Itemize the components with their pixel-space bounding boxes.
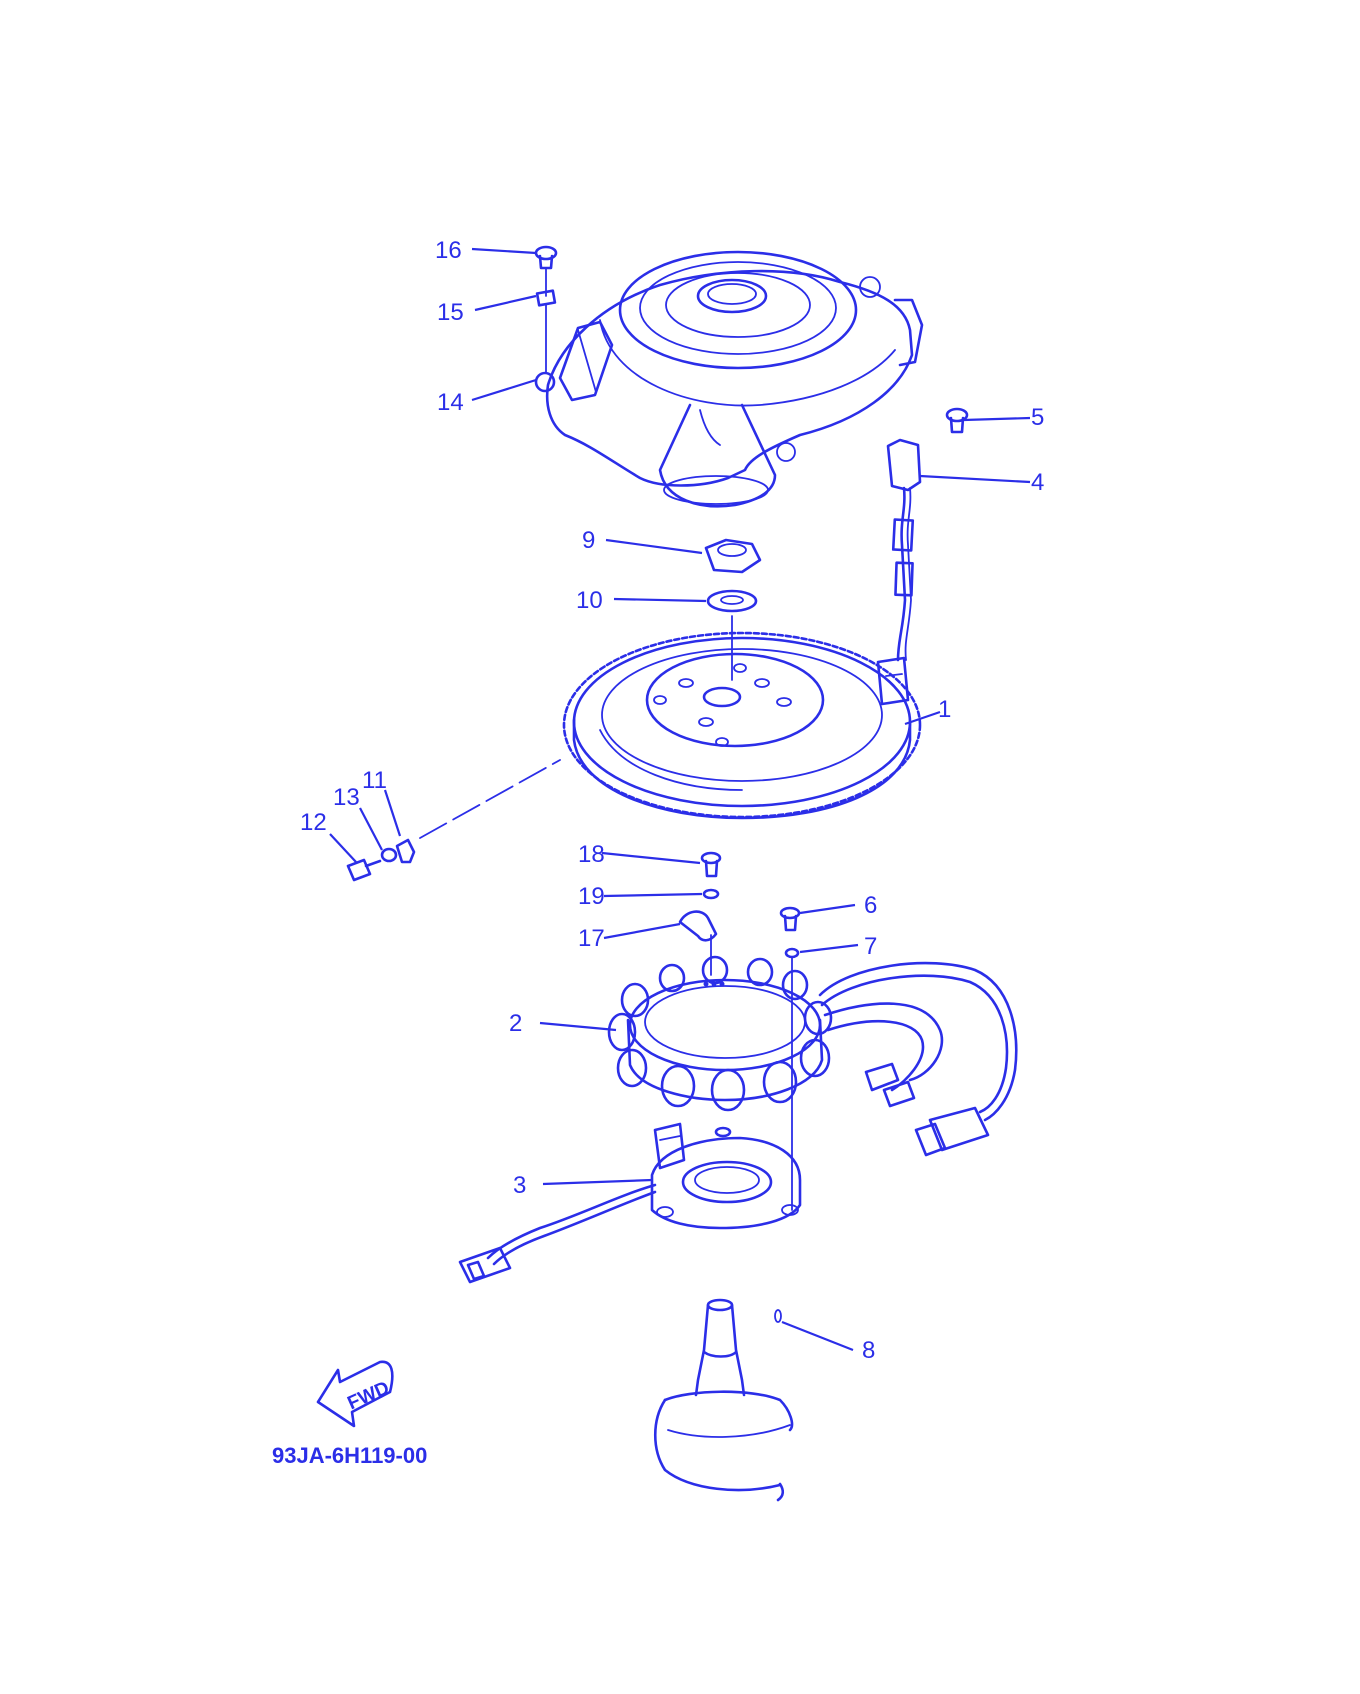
charge-coil-harness [458,1183,657,1284]
callout-numbers: 1 2 3 4 5 6 7 8 9 10 11 12 13 14 15 16 1… [300,237,1044,1364]
charge-coil-plate [650,1122,802,1230]
callout-10: 10 [576,587,603,614]
callout-8: 8 [862,1337,875,1364]
screw-18 [700,851,722,878]
callout-1: 1 [938,696,951,723]
callout-16: 16 [435,237,462,264]
stator-harness [818,961,1018,1157]
part-code: 93JA-6H119-00 [272,1443,427,1468]
callout-3: 3 [513,1172,526,1199]
washer-7 [784,947,800,1211]
callout-9: 9 [582,527,595,554]
callout-14: 14 [437,389,464,416]
callout-5: 5 [1031,404,1044,431]
flywheel-bolt-set [346,759,561,882]
callout-4: 4 [1031,469,1044,496]
callout-2: 2 [509,1010,522,1037]
cover-bolt-16 [534,245,558,297]
pulser-coil [876,407,969,706]
callout-18: 18 [578,841,605,868]
flywheel-rotor [562,631,922,820]
crankshaft-end [654,1298,794,1502]
callout-13: 13 [333,784,360,811]
flywheel-nut-9 [704,538,762,574]
cover-nut-15 [535,289,557,373]
callout-7: 7 [864,933,877,960]
callout-11: 11 [362,767,387,794]
callout-12: 12 [300,809,327,836]
stator-assembly [607,955,833,1112]
fwd-arrow-icon: FWD [316,1360,394,1428]
clamp-17 [678,910,718,976]
screw-6 [779,906,801,932]
washer-19 [702,888,720,900]
leader-lines [329,247,1031,1352]
callout-6: 6 [864,892,877,919]
callout-17: 17 [578,925,605,952]
flywheel-cover [534,250,924,508]
callout-19: 19 [578,883,605,910]
callout-15: 15 [437,299,464,326]
fwd-label: FWD [345,1378,393,1415]
washer-10 [706,589,758,681]
